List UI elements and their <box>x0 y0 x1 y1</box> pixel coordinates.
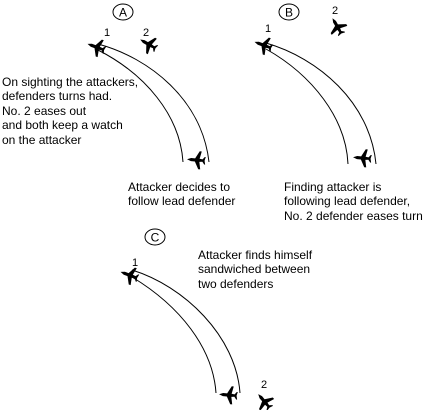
panel-c-right-caption: Attacker finds himself sandwiched betwee… <box>198 248 313 291</box>
panel-b-inner-trail <box>265 48 349 165</box>
svg-text:C: C <box>151 231 160 245</box>
panel-b-bottom-caption: Finding attacker is following lead defen… <box>284 180 423 223</box>
panel-c: C 1 2 <box>117 228 278 410</box>
panel-b-defender-2-label: 2 <box>332 5 338 17</box>
panel-c-defender-1-label: 1 <box>132 257 138 269</box>
panel-a-inner-trail <box>97 49 184 163</box>
svg-text:B: B <box>285 6 293 20</box>
panel-c-attacker-icon <box>218 385 239 405</box>
panel-a-left-caption: On sighting the attackers, defenders tur… <box>2 75 139 147</box>
panel-c-defender-2-icon <box>251 388 278 410</box>
panel-a-defender-2-label: 2 <box>143 27 149 39</box>
panel-a-attacker-icon <box>186 150 207 170</box>
panel-b-defender-1-label: 1 <box>265 23 271 35</box>
panel-b-letter-marker: B <box>278 3 300 21</box>
panel-b-attacker-icon <box>352 148 373 168</box>
panel-a-defender-1-label: 1 <box>104 27 110 39</box>
panel-b-defender-2-icon <box>324 13 350 39</box>
panel-c-outer-trail <box>131 269 241 394</box>
panel-a-letter-marker: A <box>112 3 134 21</box>
panel-c-defender-2-label: 2 <box>261 379 267 391</box>
panel-b-outer-trail <box>265 42 377 165</box>
panel-b: B 1 2 <box>251 3 377 168</box>
panel-c-letter-marker: C <box>144 228 166 246</box>
panel-a-outer-trail <box>97 43 210 163</box>
panel-a-bottom-caption: Attacker decides to follow lead defender <box>128 180 236 209</box>
svg-text:A: A <box>119 6 127 20</box>
panel-b-defender-1-icon <box>251 33 276 57</box>
panel-a: A 1 2 <box>84 3 210 170</box>
panel-c-inner-trail <box>131 276 217 394</box>
